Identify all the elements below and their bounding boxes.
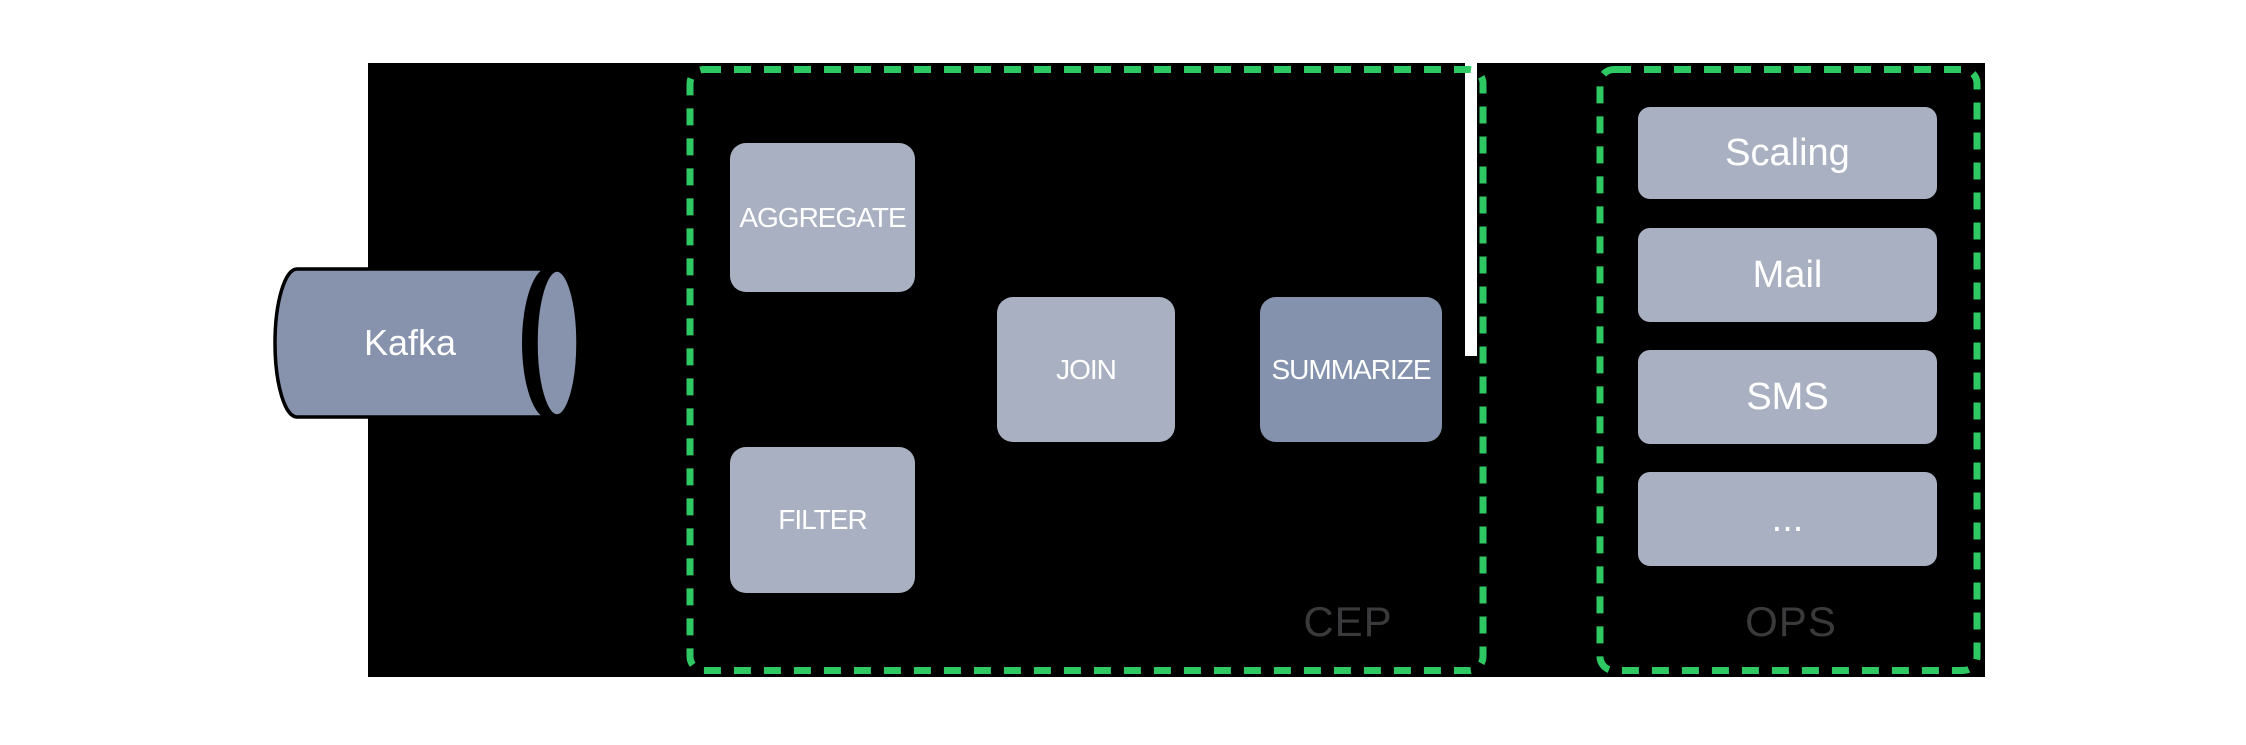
- kafka-cylinder-icon: [273, 267, 580, 419]
- node-more: ...: [1638, 472, 1937, 566]
- node-join: JOIN: [997, 297, 1175, 442]
- ops-boundary: [1596, 66, 1981, 674]
- cep-zone-label: CEP: [1303, 598, 1393, 645]
- panel-divider: [1465, 63, 1477, 356]
- node-filter: FILTER: [730, 447, 915, 593]
- node-summarize: SUMMARIZE: [1260, 297, 1442, 442]
- node-sms: SMS: [1638, 350, 1937, 444]
- ops-zone-label: OPS: [1745, 598, 1837, 645]
- node-scaling: Scaling: [1638, 107, 1937, 199]
- node-mail: Mail: [1638, 228, 1937, 322]
- node-aggregate: AGGREGATE: [730, 143, 915, 292]
- kafka-label: Kafka: [363, 322, 457, 363]
